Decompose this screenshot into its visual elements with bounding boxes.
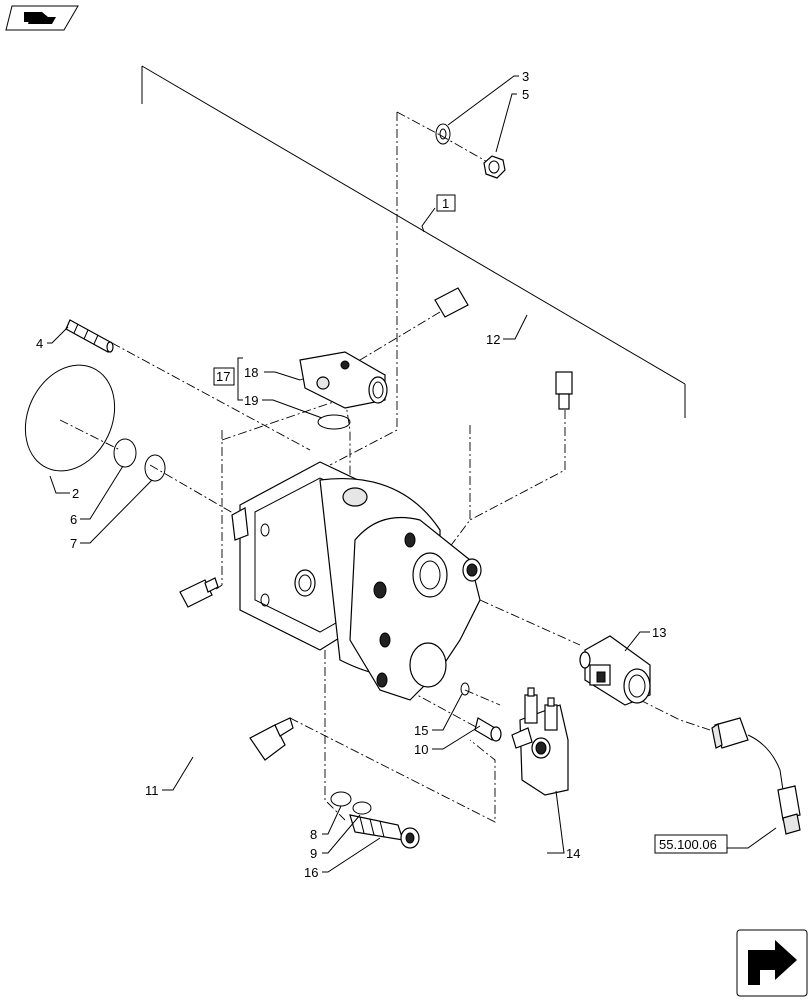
o-ring-19 (317, 414, 351, 430)
valve-14 (511, 687, 569, 796)
screw-10 (474, 717, 502, 742)
solenoid-13 (579, 635, 651, 706)
connector-harness (711, 717, 801, 835)
large-o-ring (24, 364, 116, 472)
ring-7 (144, 454, 166, 482)
nut (483, 155, 506, 179)
ring-6 (113, 438, 137, 468)
callout-bracket-17 (213, 357, 243, 401)
callout-3: 3 (522, 69, 529, 84)
navigate-arrow-icon[interactable] (736, 929, 808, 997)
fitting-18 (299, 351, 388, 409)
pipe-11 (134, 577, 294, 797)
ring-8 (330, 791, 352, 807)
callout-8: 8 (310, 827, 317, 842)
callout-2: 2 (72, 486, 79, 501)
callout-14: 14 (566, 846, 580, 861)
callout-17: 17 (216, 369, 230, 384)
reference-box[interactable] (654, 834, 728, 854)
ring-9 (352, 801, 372, 815)
leader-lines (47, 75, 777, 873)
book-arrow-icon[interactable] (5, 5, 79, 31)
pump-body (231, 461, 482, 701)
reference-label[interactable]: 55.100.06 (659, 837, 717, 852)
washer (435, 123, 451, 145)
callout-9: 9 (310, 846, 317, 861)
pipe-12 (434, 280, 573, 410)
assembly-guide-lines (59, 111, 711, 823)
callout-4: 4 (36, 336, 43, 351)
callout-18: 18 (244, 365, 258, 380)
callout-15: 15 (414, 723, 428, 738)
o-ring-15 (460, 682, 470, 696)
callout-1-frame (436, 194, 456, 212)
callout-19: 19 (244, 393, 258, 408)
pin (65, 319, 114, 353)
callout-1: 1 (442, 196, 449, 211)
callout-16: 16 (304, 865, 318, 880)
callout-6: 6 (70, 512, 77, 527)
callout-12: 12 (486, 332, 500, 347)
callout-10: 10 (414, 742, 428, 757)
callout-11: 11 (145, 783, 159, 798)
callout-13: 13 (652, 625, 666, 640)
callout-7: 7 (70, 536, 77, 551)
callout-5: 5 (522, 87, 529, 102)
screw-16 (349, 814, 420, 849)
assembly-bracket-line (141, 65, 686, 418)
